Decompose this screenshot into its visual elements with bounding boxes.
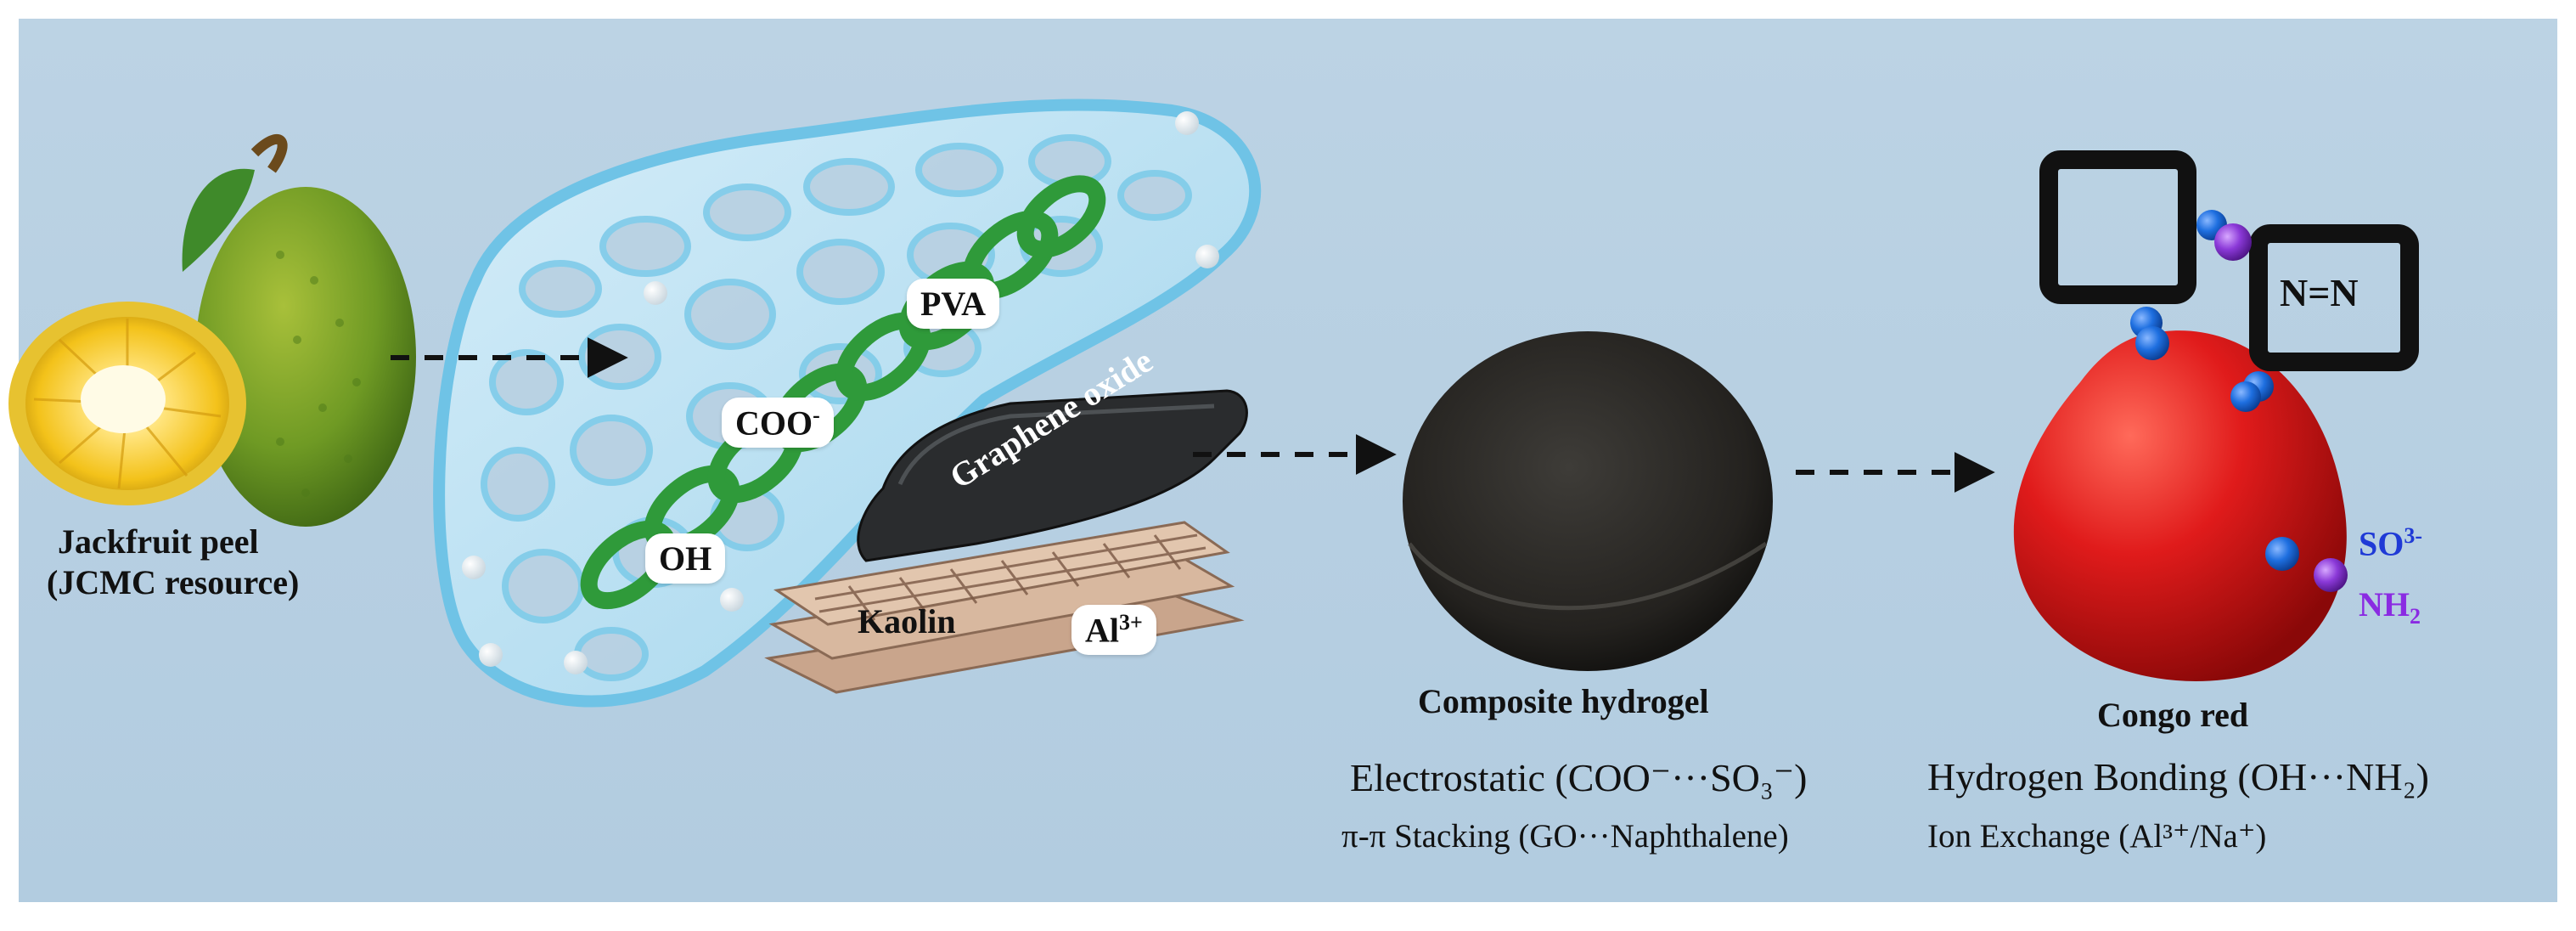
al-text: Al [1085,611,1119,650]
al-superscript: 3+ [1119,610,1143,635]
oh-text: OH [659,539,712,578]
nh2-text: NH [2359,585,2410,623]
congo-red-label: Congo red [2097,696,2249,734]
nh2-label: NH2 [2359,584,2421,629]
jackfruit-label-line1: Jackfruit peel [58,522,259,561]
pva-label: PVA [907,279,1000,329]
so3-label: SO3- [2359,523,2422,563]
so3-superscript: 3- [2404,523,2423,548]
composite-hydrogel-disc [1403,331,1773,671]
coo-superscript: - [813,403,820,427]
coo-text: COO [735,403,813,443]
graphene-oxide-sheet [857,389,1248,562]
nh2-subscript: 2 [2410,604,2421,629]
hydrogen-bonding-interaction: Hydrogen Bonding (OH···NH₂) [1927,755,2429,798]
kaolin-label: Kaolin [858,602,956,640]
electrostatic-interaction: Electrostatic (COO⁻···SO₃⁻) [1350,756,1808,799]
al-label: Al3+ [1071,605,1156,656]
pva-text: PVA [920,285,987,323]
kaolin-layers [764,521,1245,694]
composite-hydrogel-label: Composite hydrogel [1418,682,1709,720]
pi-stacking-interaction: π-π Stacking (GO···Naphthalene) [1341,818,1789,855]
azo-label: N=N [2280,271,2359,314]
congo-red-molecule [2013,150,2419,682]
jackfruit-label-line2: (JCMC resource) [47,563,300,601]
so3-text: SO [2359,524,2404,563]
coo-label: COO- [722,398,834,449]
jackfruit-illustration [8,134,416,527]
ion-exchange-interaction: Ion Exchange (Al³⁺/Na⁺) [1927,818,2267,855]
oh-label: OH [645,533,726,584]
